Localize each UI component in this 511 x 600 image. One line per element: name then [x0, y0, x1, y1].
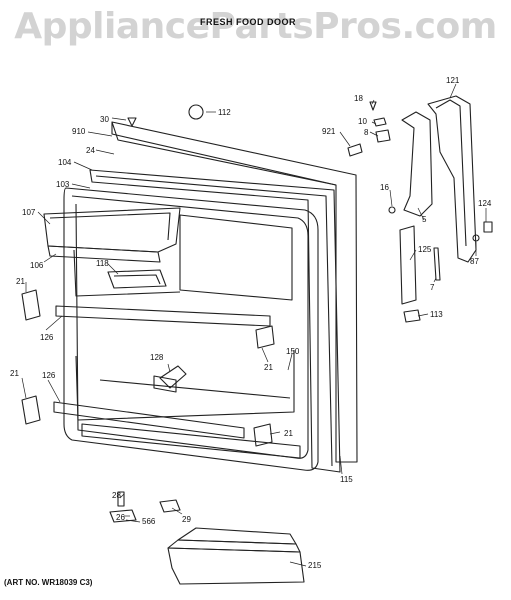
- part-label-24: 24: [86, 146, 95, 155]
- screw-87: [472, 234, 480, 242]
- part-label-30: 30: [100, 115, 109, 124]
- end-cap-21-lower-right: [253, 423, 273, 447]
- hinge-5: [401, 111, 433, 217]
- pin-10: [373, 117, 387, 127]
- part-label-215: 215: [308, 561, 322, 570]
- screw-16: [388, 206, 396, 214]
- hinge-121: [427, 95, 477, 263]
- pin-28: [117, 491, 125, 507]
- part-label-124: 124: [478, 199, 492, 208]
- part-label-113: 113: [430, 310, 443, 319]
- part-label-16: 16: [380, 183, 389, 192]
- part-label-21-lower-right: 21: [284, 429, 293, 438]
- door-bin-215: [167, 547, 305, 585]
- part-label-29: 29: [182, 515, 191, 524]
- door-outer-panel: [111, 121, 358, 463]
- part-label-26: 26: [116, 513, 125, 522]
- part-label-910: 910: [72, 127, 86, 136]
- cam-8: [375, 129, 391, 143]
- part-label-128: 128: [150, 353, 164, 362]
- part-label-21-upper-left: 21: [16, 277, 25, 286]
- end-cap-21-upper-left: [21, 289, 41, 321]
- part-label-115: 115: [340, 475, 353, 484]
- watermark: AppliancePartsPros.com: [14, 6, 497, 47]
- part-label-104: 104: [58, 158, 72, 167]
- plate-26: [109, 509, 137, 523]
- art-number: (ART NO. WR18039 C3): [4, 578, 93, 587]
- shelf-bar-lower: [53, 401, 245, 439]
- rod-7: [433, 247, 441, 281]
- end-cap-21-lower-left: [21, 395, 41, 425]
- part-label-18: 18: [354, 94, 363, 103]
- door-gasket: [89, 169, 341, 473]
- egg-tray: [107, 269, 167, 289]
- screw-30: [127, 117, 137, 127]
- part-label-21-upper-right: 21: [264, 363, 273, 372]
- bar-125: [399, 225, 417, 305]
- part-label-921: 921: [322, 127, 336, 136]
- dairy-compartment: [43, 207, 181, 253]
- part-label-126-lower: 126: [42, 371, 56, 380]
- part-label-21-lower-left: 21: [10, 369, 19, 378]
- part-label-118: 118: [96, 259, 109, 268]
- part-label-150: 150: [286, 347, 300, 356]
- bushing-124: [483, 221, 493, 233]
- diagram-title: FRESH FOOD DOOR: [200, 17, 297, 27]
- part-label-121: 121: [446, 76, 460, 85]
- plug-112: [188, 104, 204, 120]
- part-label-126-upper: 126: [40, 333, 54, 342]
- part-label-112: 112: [218, 108, 231, 117]
- stop-921: [347, 143, 363, 157]
- door-liner: [63, 187, 319, 471]
- bracket-128: [159, 365, 187, 389]
- part-label-107: 107: [22, 208, 36, 217]
- part-label-125: 125: [418, 245, 432, 254]
- bushing-113: [403, 309, 421, 323]
- screw-18: [369, 101, 377, 111]
- part-label-103: 103: [56, 180, 70, 189]
- end-cap-21-upper-right: [255, 325, 275, 349]
- part-label-7: 7: [430, 283, 435, 292]
- part-label-5: 5: [422, 215, 427, 224]
- part-label-10: 10: [358, 117, 367, 126]
- part-label-566: 566: [142, 517, 156, 526]
- part-label-87: 87: [470, 257, 479, 266]
- shelf-bar-upper: [55, 305, 271, 327]
- part-label-28: 28: [112, 491, 121, 500]
- cap-29: [159, 499, 181, 513]
- part-label-106: 106: [30, 261, 44, 270]
- part-label-8: 8: [364, 128, 369, 137]
